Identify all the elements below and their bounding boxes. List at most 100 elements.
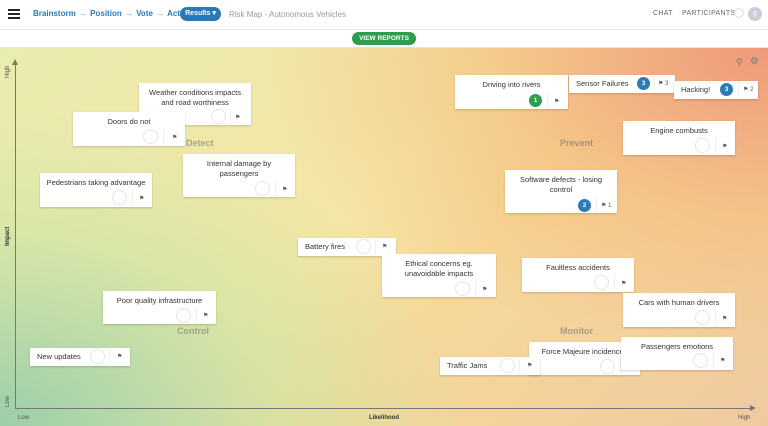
x-axis-arrow-icon <box>750 405 756 411</box>
participants-button[interactable]: PARTICIPANTS <box>682 10 736 17</box>
x-axis-title: Likelihood <box>369 415 399 421</box>
page-title: Risk Map - Autonomous Vehicles <box>229 10 346 19</box>
y-axis-title: Impact <box>5 226 11 246</box>
risk-card-text: Internal damage by passengers <box>206 159 272 178</box>
vote-slot-icon <box>594 275 609 290</box>
risk-card-text: Doors do not <box>107 117 151 126</box>
flag-icon[interactable]: ⚑ 1 <box>601 203 612 209</box>
risk-card-text: Battery fires <box>305 242 346 251</box>
flag-icon[interactable]: ⚑ <box>482 287 488 293</box>
risk-card-hacking[interactable]: Hacking! 3 ⚑ 2 <box>674 81 758 99</box>
vote-slot-icon <box>255 181 270 196</box>
risk-card-passengers-emotions[interactable]: Passengers emotions ⚑ <box>621 337 733 370</box>
y-axis-line <box>15 64 16 409</box>
risk-card-infrastructure[interactable]: Poor quality infrastructure ⚑ <box>103 291 216 324</box>
flag-icon[interactable]: ⚑ <box>722 316 728 322</box>
risk-card-sensor[interactable]: Sensor Failures 3 ⚑ 3 <box>569 75 675 93</box>
vote-slot-icon <box>143 129 158 144</box>
flag-icon[interactable]: ⚑ <box>720 358 726 364</box>
top-bar: Brainstorm → Position → Vote → Action Re… <box>0 0 768 30</box>
risk-card-text: New updates <box>37 352 81 361</box>
process-breadcrumb: Brainstorm → Position → Vote → Action <box>33 9 192 18</box>
search-icon[interactable]: ⚲ <box>736 57 743 67</box>
action-count-badge[interactable]: 1 <box>529 94 542 107</box>
vote-slot-icon <box>112 190 127 205</box>
step-position[interactable]: Position <box>90 9 122 18</box>
vote-slot-icon <box>695 310 710 325</box>
flag-icon[interactable]: ⚑ <box>621 281 627 287</box>
participant-placeholder-icon <box>734 8 744 18</box>
risk-card-traffic-jams[interactable]: Traffic Jams ⚑ <box>440 357 540 375</box>
vote-slot-icon <box>90 349 105 364</box>
flag-icon[interactable]: ⚑ <box>527 363 533 369</box>
vote-slot-icon <box>176 308 191 323</box>
flag-icon[interactable]: ⚑ <box>282 187 288 193</box>
risk-card-text: Pedestrians taking advantage <box>46 178 146 187</box>
flag-icon[interactable]: ⚑ <box>722 144 728 150</box>
risk-card-internal-damage[interactable]: Internal damage by passengers ⚑ <box>183 154 295 197</box>
risk-card-battery[interactable]: Battery fires ⚑ <box>298 238 396 256</box>
chat-button[interactable]: CHAT <box>653 10 673 17</box>
quadrant-prevent-label: Prevent <box>560 138 594 148</box>
risk-card-text: Software defects - losing control <box>519 175 603 194</box>
flag-icon[interactable]: ⚑ <box>139 196 145 202</box>
y-axis-arrow-icon <box>12 59 18 65</box>
flag-icon[interactable]: ⚑ <box>554 99 560 105</box>
vote-count-badge[interactable]: 2 <box>578 199 591 212</box>
vote-slot-icon <box>356 239 371 254</box>
risk-card-text: Weather conditions impacts and road wort… <box>149 88 241 107</box>
risk-card-engine[interactable]: Engine combusts ⚑ <box>623 121 735 155</box>
menu-icon[interactable] <box>8 9 20 19</box>
step-action[interactable]: Action <box>167 9 192 18</box>
risk-card-faultless[interactable]: Faultless accidents ⚑ <box>522 258 634 292</box>
vote-slot-icon <box>455 281 470 296</box>
risk-card-text: Hacking! <box>681 85 711 94</box>
risk-card-new-updates[interactable]: New updates ⚑ <box>30 348 130 366</box>
risk-card-text: Force Majeure incidences <box>541 347 628 356</box>
risk-card-text: Engine combusts <box>650 126 708 135</box>
vote-slot-icon <box>500 358 515 373</box>
flag-icon[interactable]: ⚑ <box>382 244 388 250</box>
vote-slot-icon <box>695 138 710 153</box>
avatar[interactable]: g <box>748 7 762 21</box>
risk-card-pedestrians[interactable]: Pedestrians taking advantage ⚑ <box>40 173 152 207</box>
flag-icon[interactable]: ⚑ <box>172 135 178 141</box>
vote-count-badge[interactable]: 3 <box>637 77 650 90</box>
flag-icon[interactable]: ⚑ 3 <box>658 81 669 87</box>
risk-card-text: Ethical concerns eg. unavoidable impacts <box>404 259 474 278</box>
gear-icon[interactable]: ⚙ <box>750 56 759 67</box>
flag-count: 3 <box>665 81 669 87</box>
flag-count: 1 <box>608 203 612 209</box>
results-dropdown[interactable]: Results ▾ <box>180 7 221 21</box>
quadrant-monitor-label: Monitor <box>560 326 593 336</box>
risk-card-text: Sensor Failures <box>576 79 629 88</box>
flag-icon[interactable]: ⚑ <box>117 354 123 360</box>
risk-card-software[interactable]: Software defects - losing control 2 ⚑ 1 <box>505 170 617 213</box>
vote-slot-icon <box>211 109 226 124</box>
vote-count-badge[interactable]: 3 <box>720 83 733 96</box>
flag-count: 2 <box>750 87 754 93</box>
flag-icon[interactable]: ⚑ 2 <box>743 87 754 93</box>
risk-card-doors[interactable]: Doors do not ⚑ <box>73 112 185 146</box>
step-brainstorm[interactable]: Brainstorm <box>33 9 76 18</box>
risk-card-text: Passengers emotions <box>640 342 714 351</box>
y-axis-high-label: High <box>5 65 11 78</box>
arrow-icon: → <box>78 9 87 18</box>
vote-slot-icon <box>600 359 615 374</box>
x-axis-low-label: Low <box>18 415 30 421</box>
view-reports-button[interactable]: VIEW REPORTS <box>352 32 416 45</box>
risk-card-text: Driving into rivers <box>482 80 541 89</box>
risk-card-text: Poor quality infrastructure <box>116 296 203 305</box>
risk-card-rivers[interactable]: Driving into rivers 1 ⚑ <box>455 75 568 109</box>
risk-card-ethical[interactable]: Ethical concerns eg. unavoidable impacts… <box>382 254 496 297</box>
flag-icon[interactable]: ⚑ <box>203 313 209 319</box>
x-axis-high-label: High <box>738 415 751 421</box>
risk-card-text: Cars with human drivers <box>638 298 720 307</box>
y-axis-low-label: Low <box>5 395 11 407</box>
flag-icon[interactable]: ⚑ <box>235 115 241 121</box>
x-axis-line <box>15 408 750 409</box>
quadrant-control-label: Control <box>177 326 209 336</box>
step-vote[interactable]: Vote <box>136 9 153 18</box>
risk-card-text: Traffic Jams <box>447 361 488 370</box>
risk-card-human-drivers[interactable]: Cars with human drivers ⚑ <box>623 293 735 327</box>
